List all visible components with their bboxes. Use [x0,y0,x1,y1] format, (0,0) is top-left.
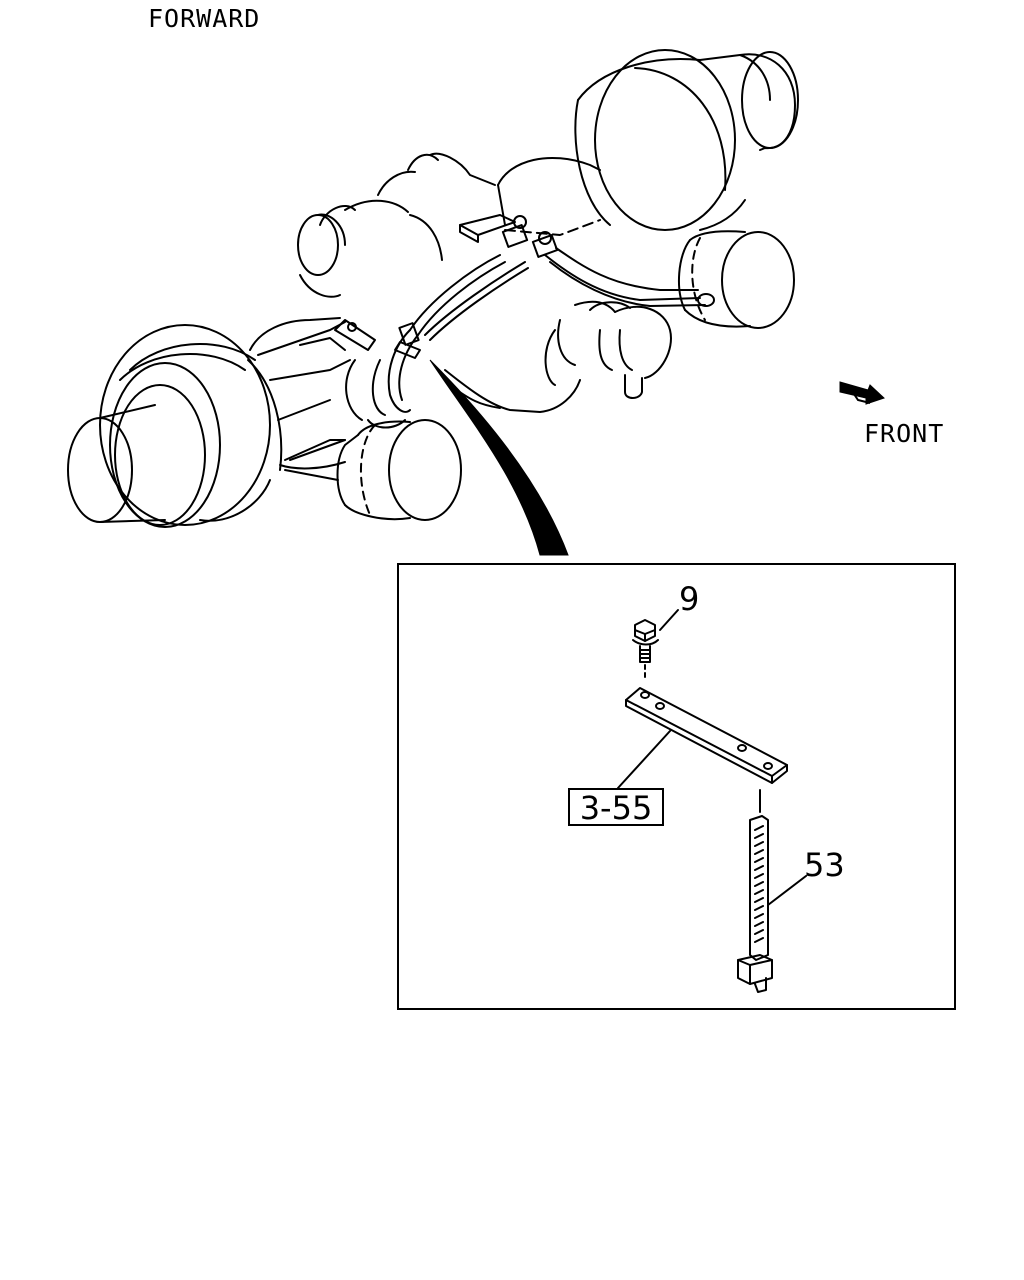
callout-cable-tie[interactable]: 53 [804,846,845,884]
brake-chamber-right [678,230,795,329]
brake-chamber-left [284,419,462,521]
detail-leader [429,359,569,556]
right-hub [574,49,799,231]
bracket-icon [617,687,788,789]
cable-tie-icon [737,789,807,993]
callout-bracket-ref-box[interactable]: 3-55 [568,788,664,826]
bolt-icon [632,609,679,681]
valve-and-hoses [387,214,715,413]
detail-box [397,563,956,1010]
axle-housing [297,152,601,298]
clip-location [334,319,421,359]
orientation-label: FORWARD [148,4,261,33]
left-hub [67,324,283,528]
differential [345,300,672,429]
front-arrow-icon [839,381,885,405]
front-direction-label: FRONT [864,419,945,448]
callout-bolt[interactable]: 9 [679,580,700,618]
